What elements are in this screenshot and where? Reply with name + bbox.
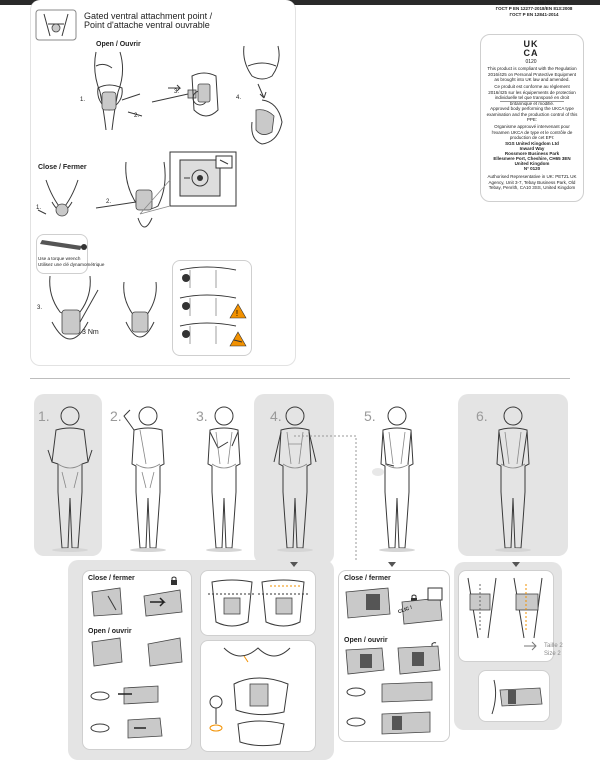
harness-adjust-illustration — [208, 579, 308, 627]
torque-value: 3 Nm — [82, 329, 99, 336]
size-label-fr: Size 2 — [544, 651, 561, 657]
step-5-close-illustration — [345, 587, 443, 625]
cert-divider — [500, 101, 564, 102]
step-number-2: 2. — [110, 408, 122, 424]
lock-icon — [171, 576, 177, 585]
sgs-line-2: Inward Way — [519, 146, 545, 151]
ukca-card — [480, 34, 584, 202]
figure-step-2 — [123, 406, 166, 552]
arrow-down-icon-2 — [388, 562, 396, 567]
step-number-3: 3. — [196, 408, 208, 424]
size-label-en: Taille 2 — [544, 643, 563, 649]
torque-wrench-card — [36, 234, 88, 274]
compliance-fr: Ce produit est conforme au règlement 201… — [488, 84, 576, 106]
step-number-5: 5. — [364, 408, 376, 424]
close-step-1-illustration — [37, 179, 79, 217]
buckle-open-illustration — [90, 637, 183, 739]
section-divider — [30, 378, 570, 379]
title-en: Gated ventral attachment point / — [84, 11, 213, 21]
step-6-bg — [458, 394, 568, 556]
ukca-mark: UK CA — [523, 39, 539, 58]
belt-illustration — [491, 679, 543, 715]
open-ouvrir-label: Open / ouvrir — [88, 628, 132, 635]
compliance-en: This product is compliant with the Regul… — [487, 66, 577, 82]
screw-detail-zoom — [169, 151, 237, 207]
step-4-bg — [254, 394, 334, 564]
arrow-down-icon — [290, 562, 298, 567]
body-en: Approved body performing the UKCA type e… — [486, 106, 578, 122]
step-number-1: 1. — [38, 408, 50, 424]
figure-step-1 — [47, 406, 93, 552]
close-step-3: 3. — [37, 305, 43, 311]
close-step-2: 2. — [106, 199, 112, 205]
inspection-rows: ! — [179, 266, 247, 347]
leg-loop-illustration — [209, 647, 291, 747]
open-ouvrir-label-2: Open / ouvrir — [344, 637, 388, 644]
figure-step-5 — [372, 406, 415, 552]
close-step-3-illustration — [49, 275, 99, 340]
open-label: Open / Ouvrir — [96, 41, 141, 48]
open-step-1-illustration — [94, 51, 143, 131]
open-step-4: 4. — [236, 95, 242, 101]
svg-text:!: ! — [236, 309, 238, 318]
open-step-3-ring — [191, 72, 219, 117]
size-illustration — [467, 577, 543, 639]
close-fermer-label-2: Close / fermer — [344, 575, 391, 582]
title-fr: Point d'attache ventral ouvrable — [84, 20, 210, 30]
body-fr: Organisme approuvé intervenant pour l'ex… — [491, 124, 573, 140]
arrow-right-icon — [524, 641, 537, 651]
sgs-line-3: Rossmore Business Park — [504, 151, 560, 156]
open-step-4-illustration — [243, 45, 283, 145]
step-number-4: 4. — [270, 408, 282, 424]
top-dark-bar — [0, 0, 600, 5]
harness-icon — [35, 9, 77, 41]
gost-line-1: ГОСТ Р EN 358-2008 — [512, 0, 556, 5]
zoom-connector-lines — [139, 179, 171, 215]
buckle-close-illustration — [91, 587, 183, 617]
open-step-2: 2. — [134, 113, 140, 119]
authorised-rep: Authorised Representative in UK: PETZL U… — [487, 174, 577, 190]
step-1-bg — [34, 394, 102, 556]
open-step-1: 1. — [80, 97, 86, 103]
close-final-illustration — [123, 281, 157, 338]
torque-fr: Utilisez une clé dynamométrique — [38, 262, 105, 267]
step-number-6: 6. — [476, 408, 488, 424]
warning-icon — [234, 302, 235, 303]
ukca-number: 0120 — [525, 59, 537, 65]
close-step-1: 1. — [36, 205, 42, 211]
figure-step-4 — [273, 406, 317, 552]
sgs-line-4: Ellesmere Port, Cheshire, CH65 3EN — [493, 156, 571, 161]
gost-line-3: ГОСТ Р EN 12841-2014 — [509, 12, 559, 17]
figure-step-3 — [206, 406, 242, 552]
torque-wrench-icon — [40, 240, 87, 250]
torque-en: Use a torque wrench — [38, 256, 81, 261]
arrow-down-icon-3 — [512, 562, 520, 567]
gost-line-2: ГОСТ Р EN 12277-2018/EN 813:2008 — [495, 6, 573, 11]
step-5-open-illustration — [345, 645, 441, 735]
figure-step-6 — [495, 406, 531, 552]
sgs-line-1: SGS United Kingdom Ltd — [505, 141, 559, 146]
sgs-line-5: United Kingdom — [514, 161, 550, 166]
close-fermer-label: Close / fermer — [88, 575, 135, 582]
open-step-3: 3. — [174, 89, 180, 95]
close-label: Close / Fermer — [38, 164, 87, 171]
dashed-connector — [294, 435, 357, 562]
sgs-line-6: N° 0120 — [523, 166, 541, 171]
